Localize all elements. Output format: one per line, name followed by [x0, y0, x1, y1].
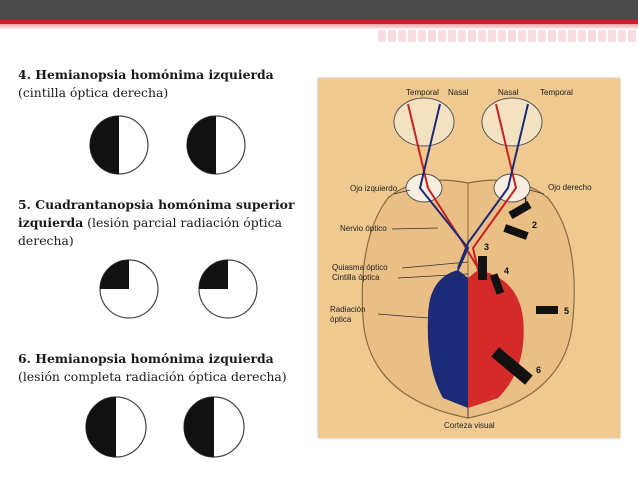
right-eye-field: [198, 259, 258, 319]
label-ojo-izquierdo: Ojo izquierdo: [350, 184, 398, 193]
accent-line: [0, 20, 638, 24]
label-radiacion-1: Radiación: [330, 305, 366, 314]
item-6-visual-fields: [85, 396, 245, 458]
number-5: 5: [564, 306, 569, 316]
visual-pathway-diagram: Temporal Nasal Nasal Temporal Ojo izquie…: [318, 78, 620, 438]
item-4-visual-fields: [89, 115, 246, 175]
right-eye-field: [186, 115, 246, 175]
red-pathway-left: [407, 103, 479, 269]
left-eye-globe: [393, 97, 455, 147]
label-quiasma: Quiasma óptico: [332, 263, 388, 272]
item-6-text: 6. Hemianopsia homónima izquierda (lesió…: [18, 350, 314, 386]
blue-pathway-left: [418, 103, 470, 271]
pointer-lines: [377, 189, 545, 418]
right-eye-field: [183, 396, 245, 458]
lesion-1: [508, 201, 532, 219]
number-2: 2: [532, 220, 537, 230]
label-nasal-right: Nasal: [498, 88, 519, 97]
item-5-visual-fields: [99, 259, 258, 319]
item-4-text: 4. Hemianopsia homónima izquierda (cinti…: [18, 66, 314, 102]
item-4-heading: 4. Hemianopsia homónima izquierda: [18, 67, 274, 82]
lesion-5: [536, 306, 558, 314]
number-4: 4: [504, 266, 509, 276]
label-corteza-visual: Corteza visual: [444, 421, 495, 430]
lesion-4: [489, 273, 505, 295]
right-eye-globe: [481, 97, 543, 147]
item-6-detail: (lesión completa radiación óptica derech…: [18, 369, 287, 384]
label-nervio-optico: Nervio óptico: [340, 224, 387, 233]
label-nasal-left: Nasal: [448, 88, 469, 97]
label-ojo-derecho: Ojo derecho: [548, 183, 592, 192]
label-radiacion-2: óptica: [330, 315, 352, 324]
left-eye-field: [99, 259, 159, 319]
left-eye-field: [89, 115, 149, 175]
accent-fade: [0, 24, 638, 30]
label-temporal-left: Temporal: [406, 88, 439, 97]
item-5-text: 5. Cuadrantanopsia homónima superior izq…: [18, 196, 314, 250]
item-6-heading: 6. Hemianopsia homónima izquierda: [18, 351, 274, 366]
item-5-heading-line1: 5. Cuadrantanopsia homónima superior: [18, 197, 295, 212]
left-eyeball: [405, 173, 443, 203]
title-bar: [0, 0, 638, 20]
number-6: 6: [536, 365, 541, 375]
item-4-detail: (cintilla óptica derecha): [18, 85, 169, 100]
number-3: 3: [484, 242, 489, 252]
lesion-2: [503, 224, 529, 240]
left-eye-field: [85, 396, 147, 458]
decorative-stripe: [378, 30, 638, 42]
right-optic-radiation: [468, 270, 524, 408]
label-temporal-right: Temporal: [540, 88, 573, 97]
item-5-detail-inline: (lesión parcial radiación óptica: [83, 215, 282, 230]
number-1: 1: [523, 196, 528, 206]
red-pathway-right: [471, 103, 518, 271]
left-optic-radiation: [427, 270, 468, 408]
item-5-detail-line3: derecha): [18, 233, 74, 248]
lesion-6: [491, 347, 533, 385]
visual-pathway-svg: Temporal Nasal Nasal Temporal Ojo izquie…: [330, 88, 592, 430]
item-5-heading-line2: izquierda: [18, 215, 84, 230]
lesion-3: [478, 256, 487, 280]
label-cintilla: Cintilla óptica: [332, 273, 380, 282]
blue-pathway-right: [457, 103, 529, 269]
